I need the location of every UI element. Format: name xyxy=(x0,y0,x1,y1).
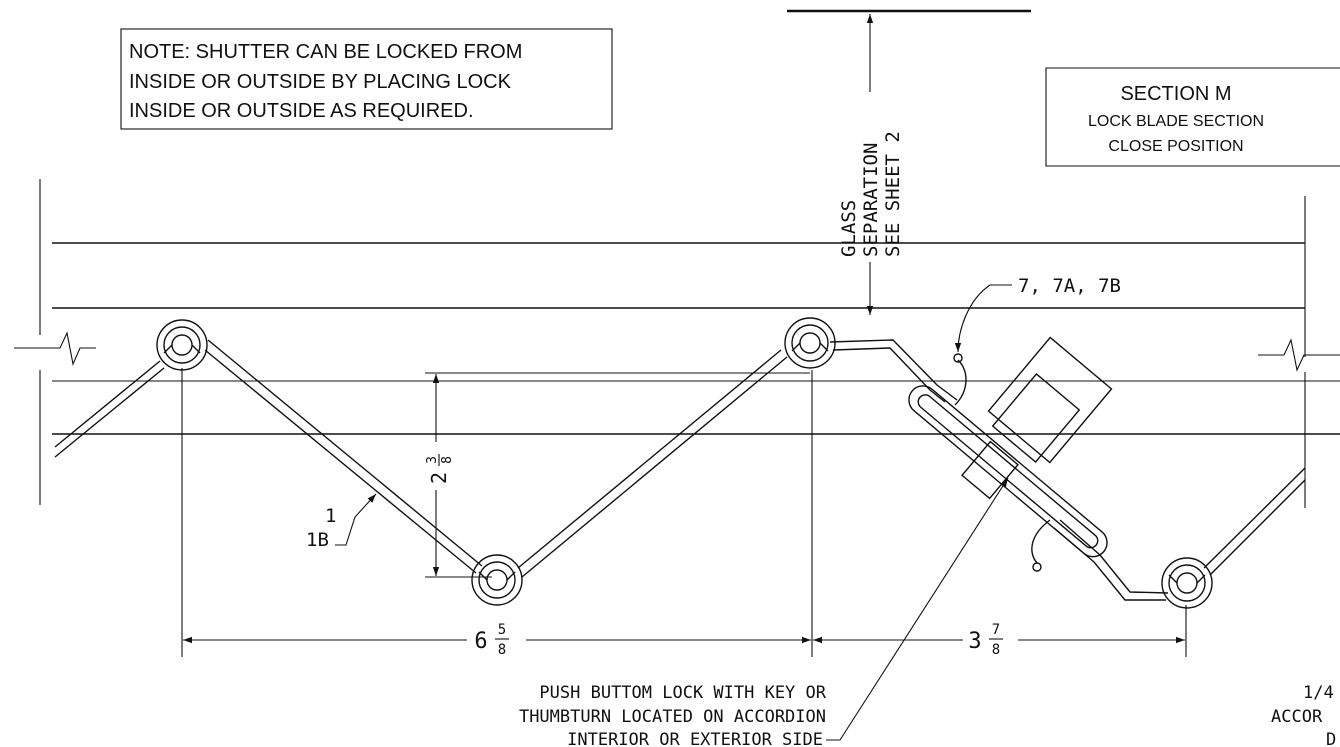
pitch-left-denominator: 8 xyxy=(498,642,506,658)
section-title: SECTION M xyxy=(1120,83,1231,105)
glass-label-line-2: SEPARATION xyxy=(860,143,882,257)
height-denominator: 8 xyxy=(440,456,455,464)
pitch-left-whole: 6 xyxy=(474,629,487,654)
glass-label-line-1: GLASS xyxy=(838,200,860,257)
blade-1-inner xyxy=(204,349,477,574)
lock-note: PUSH BUTTOM LOCK WITH KEY OR THUMBTURN L… xyxy=(519,477,1009,747)
lock-assembly xyxy=(908,336,1113,572)
break-symbol-left xyxy=(14,331,96,366)
blade-leader xyxy=(335,493,377,546)
section-title-box: SECTION M LOCK BLADE SECTION CLOSE POSIT… xyxy=(1045,67,1340,167)
blade-left-inner xyxy=(54,367,165,458)
lock-clip-lower xyxy=(1031,519,1051,564)
section-subtitle-2: CLOSE POSITION xyxy=(1108,138,1243,155)
height-numerator: 3 xyxy=(425,456,440,464)
parts-label: 7, 7A, 7B xyxy=(1018,275,1121,297)
blade-left-outer xyxy=(54,360,161,448)
hinge-knuckle-2 xyxy=(471,554,523,606)
pitch-right-whole: 3 xyxy=(968,629,981,654)
lock-note-line-3: INTERIOR OR EXTERIOR SIDE xyxy=(567,730,823,747)
parts-callout: 7, 7A, 7B xyxy=(954,275,1121,353)
lock-slot-inner xyxy=(917,394,1099,549)
pitch-dimensions: 6 5 8 3 7 8 xyxy=(181,368,1187,658)
break-symbol-right xyxy=(1258,338,1340,372)
glass-separation-dimension: GLASS SEPARATION SEE SHEET 2 xyxy=(838,14,904,315)
lock-body xyxy=(987,336,1113,464)
hinge-knuckle-1 xyxy=(156,319,208,371)
lock-note-leader xyxy=(826,477,1009,741)
blade-label-1: 1 xyxy=(325,505,336,527)
cut-note-line-1: 1/4 xyxy=(1303,683,1334,703)
pitch-right-numerator: 7 xyxy=(992,622,1000,638)
blade-2-inner xyxy=(517,349,782,569)
blade-label-1b: 1B xyxy=(306,529,329,551)
section-subtitle-1: LOCK BLADE SECTION xyxy=(1088,113,1264,130)
blade-callout: 1 1B xyxy=(306,493,377,551)
lock-blade-lower-inner xyxy=(1053,527,1166,601)
lock-note-line-1: PUSH BUTTOM LOCK WITH KEY OR xyxy=(539,683,826,703)
lock-blade-lower-outer xyxy=(1059,519,1169,594)
accordion-blades xyxy=(54,339,1306,601)
hinge-knuckle-4 xyxy=(1161,557,1213,609)
lock-cylinder xyxy=(961,440,1019,500)
lock-blade-upper-inner xyxy=(832,347,946,403)
blade-1-outer xyxy=(207,339,483,567)
pitch-right-denominator: 8 xyxy=(992,642,1000,658)
cut-off-note: 1/4 ACCOR D xyxy=(1271,683,1336,747)
glass-label-line-3: SEE SHEET 2 xyxy=(882,131,904,257)
section-frame xyxy=(1045,67,1340,167)
note-line-1: NOTE: SHUTTER CAN BE LOCKED FROM xyxy=(129,41,522,63)
note-line-2: INSIDE OR OUTSIDE BY PLACING LOCK xyxy=(129,71,512,93)
lock-note-line-2: THUMBTURN LOCATED ON ACCORDION xyxy=(519,707,826,727)
blade-right-outer xyxy=(1209,479,1306,576)
lock-blade-upper-outer xyxy=(829,339,958,401)
lock-clip-lower-tip xyxy=(1032,562,1042,572)
note-frame xyxy=(120,28,613,130)
parts-leader xyxy=(954,284,1012,353)
height-whole: 2 xyxy=(427,472,451,484)
height-dimension: 2 3 8 xyxy=(425,372,810,578)
lock-clip-upper-tip xyxy=(953,353,963,363)
cut-note-line-3: D xyxy=(1326,730,1336,747)
lock-body-inner xyxy=(991,372,1081,464)
note-box: NOTE: SHUTTER CAN BE LOCKED FROM INSIDE … xyxy=(120,28,613,130)
note-line-3: INSIDE OR OUTSIDE AS REQUIRED. xyxy=(129,100,474,122)
pitch-left-numerator: 5 xyxy=(498,622,506,638)
blade-right-inner xyxy=(1203,467,1306,569)
blade-2-outer xyxy=(521,356,788,578)
lock-clip-upper xyxy=(954,359,967,406)
lock-slot-outer xyxy=(908,385,1108,558)
cut-note-line-2: ACCOR xyxy=(1271,707,1323,727)
hinge-knuckle-3 xyxy=(784,317,836,369)
